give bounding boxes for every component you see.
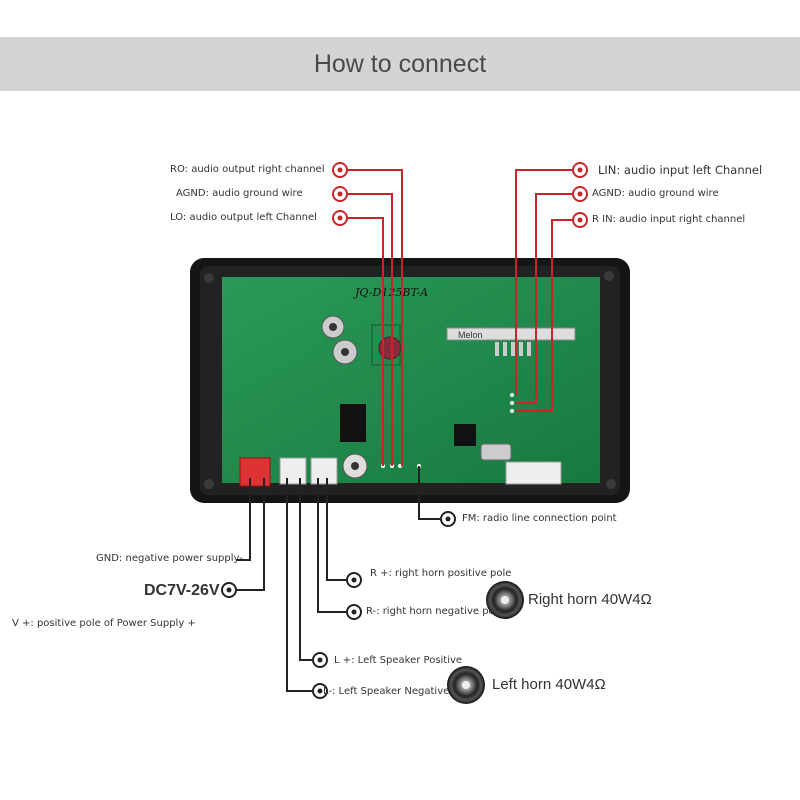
power-speaker-wires xyxy=(236,466,440,692)
label-dc-voltage: DC7V-26V xyxy=(144,582,220,599)
label-gnd: GND: negative power supply- xyxy=(96,553,243,564)
board-model-label: JQ-D125BT-A xyxy=(353,286,428,299)
label-r-minus: R-: right horn negative pole xyxy=(366,606,504,617)
label-r-plus: R +: right horn positive pole xyxy=(370,568,512,579)
label-lo: LO: audio output left Channel xyxy=(170,212,317,223)
page-header: How to connect xyxy=(0,37,800,91)
pcb-board: JQ-D125BT-A Melon xyxy=(222,277,600,487)
page-title: How to connect xyxy=(313,49,487,78)
label-l-minus: L-: Left Speaker Negative xyxy=(323,686,450,697)
label-vplus: V +: positive pole of Power Supply + xyxy=(12,618,196,629)
label-left-horn: Left horn 40W4Ω xyxy=(492,676,606,693)
display-label: Melon xyxy=(458,330,483,340)
speaker-icon-left xyxy=(447,666,485,704)
label-right-horn: Right horn 40W4Ω xyxy=(528,591,652,608)
label-l-plus: L +: Left Speaker Positive xyxy=(334,655,463,666)
label-ro: RO: audio output right channel xyxy=(170,164,325,175)
label-rin: R IN: audio input right channel xyxy=(592,214,746,225)
label-agnd-right: AGND: audio ground wire xyxy=(592,188,719,199)
connector-ring-icon xyxy=(221,162,588,699)
label-fm: FM: radio line connection point xyxy=(462,513,617,524)
audio-output-wires xyxy=(348,169,572,466)
label-agnd-left: AGND: audio ground wire xyxy=(176,188,303,199)
label-lin: LIN: audio input left Channel xyxy=(598,163,763,177)
speaker-icon-right xyxy=(486,581,524,619)
